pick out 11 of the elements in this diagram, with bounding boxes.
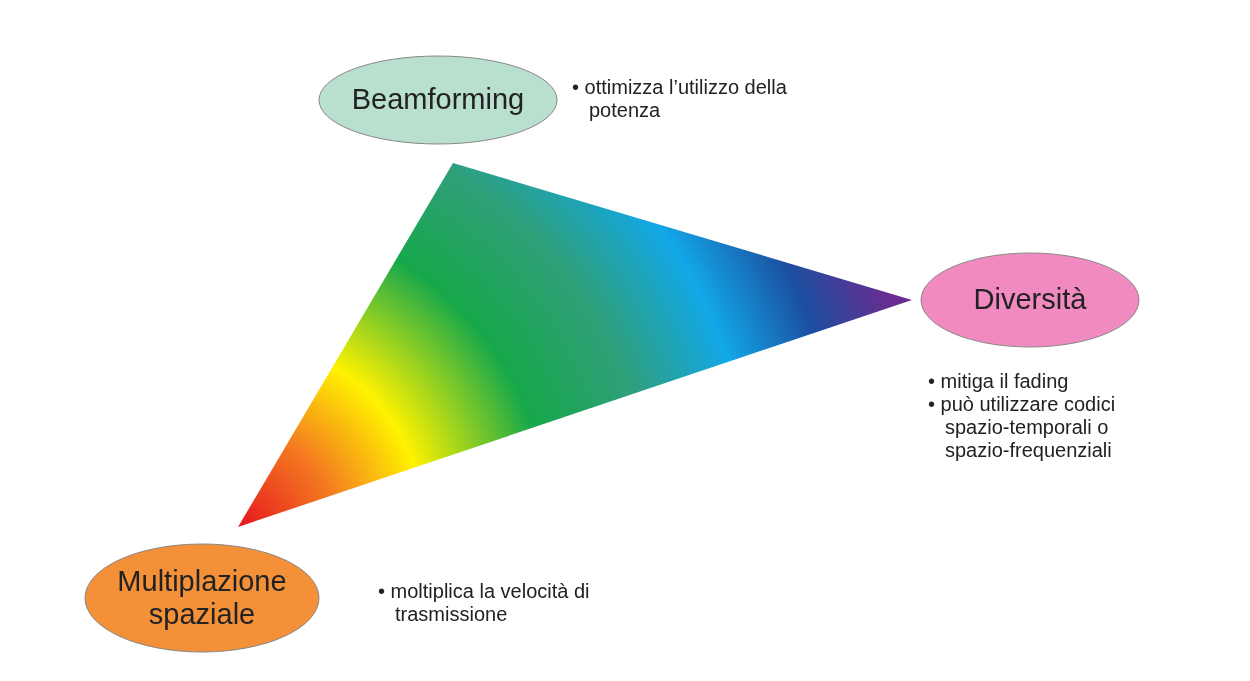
ellipse-node	[318, 55, 558, 145]
bullet-text: • può utilizzare codici spazio-temporali o spazio-frequenziali	[928, 393, 1117, 462]
node-label: Diversità	[973, 283, 1087, 317]
ellipse-node	[920, 252, 1140, 348]
color-gradient-triangle	[238, 163, 912, 527]
bullet-text: • mitiga il fading	[928, 370, 1070, 393]
node-label: Beamforming	[351, 83, 525, 117]
bullet-text: • moltiplica la velocità di trasmissione	[378, 580, 591, 626]
node-label: Multiplazione spaziale	[116, 564, 288, 632]
bullet-text: • ottimizza l’utilizzo della potenza	[572, 76, 787, 122]
ellipse-node	[84, 543, 320, 653]
